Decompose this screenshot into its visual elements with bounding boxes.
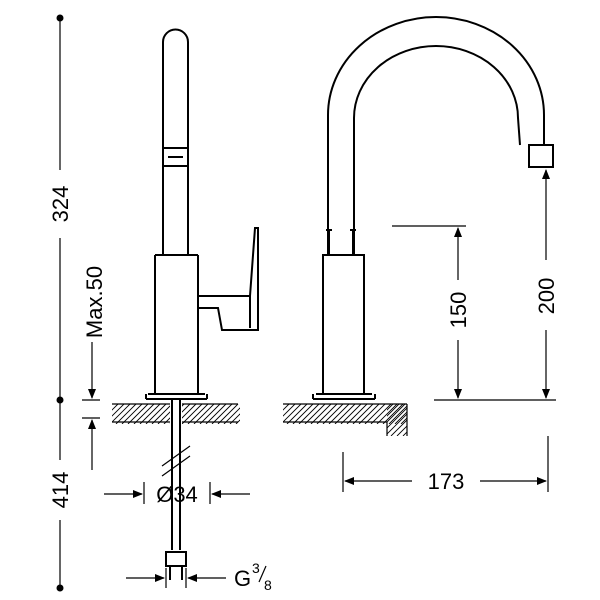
- gooseneck-outer: [327, 16, 545, 255]
- spout-height-label: 200: [534, 278, 559, 315]
- hatch-line: [248, 404, 268, 424]
- hatch-line: [402, 431, 407, 436]
- hatch-line: [217, 404, 239, 424]
- supply-connector: [165, 551, 187, 567]
- dimension-lower-length: 414: [48, 400, 73, 592]
- hatch-line: [388, 405, 407, 424]
- hatch-line: [193, 404, 215, 424]
- hatch-line: [387, 404, 394, 411]
- dimension-max-deck: Max.50: [82, 266, 107, 470]
- spout-tube: [162, 28, 189, 255]
- dimension-diameter: Ø34: [104, 482, 250, 507]
- thread-denominator: 8: [264, 577, 272, 593]
- hatch-line: [242, 404, 262, 424]
- hatch-line: [406, 423, 407, 424]
- faucet-side-view: [112, 28, 274, 580]
- hatch-line: [387, 404, 406, 423]
- hatch-line: [387, 407, 407, 429]
- hatch-line: [310, 404, 332, 424]
- countertop-right: [283, 403, 465, 436]
- spout-reach-label: 173: [428, 469, 465, 494]
- hatch-line: [187, 404, 209, 424]
- hatch-line: [133, 404, 155, 424]
- hatch-line: [352, 404, 374, 424]
- hatch-line: [112, 404, 119, 411]
- hatch-line: [340, 404, 362, 424]
- dimension-thread: G 3 8: [126, 560, 272, 593]
- hatch-line: [229, 413, 240, 424]
- hatch-line: [382, 404, 404, 424]
- hatch-line: [433, 404, 465, 436]
- gooseneck-inner: [353, 45, 521, 255]
- hatch-line: [127, 404, 149, 424]
- hatch-line: [235, 419, 240, 424]
- lever-handle: [198, 227, 259, 331]
- hatch-line: [409, 404, 441, 436]
- dimension-body-height: 150: [392, 225, 471, 399]
- hatch-line: [112, 404, 113, 405]
- hatch-line: [304, 404, 326, 424]
- faucet-body-front: [322, 254, 365, 395]
- hatch-line: [322, 404, 344, 424]
- hatch-line: [334, 404, 356, 424]
- lower-length-label: 414: [48, 472, 73, 509]
- thread-numerator: 3: [252, 560, 260, 576]
- hatch-line: [283, 404, 284, 405]
- hatch-line: [283, 404, 296, 417]
- hatch-line: [292, 404, 314, 424]
- hatch-line: [112, 404, 131, 423]
- hatch-line: [390, 419, 407, 436]
- hatch-line: [387, 404, 400, 417]
- hatch-line: [370, 404, 392, 424]
- hatch-line: [283, 404, 290, 411]
- body-height-label: 150: [446, 292, 471, 329]
- hatch-line: [394, 411, 407, 424]
- faucet-front-view: [283, 16, 554, 436]
- hatch-line: [316, 404, 338, 424]
- hatch-line: [181, 404, 203, 424]
- hatch-line: [223, 407, 240, 424]
- hatch-line: [139, 404, 161, 424]
- hatch-line: [415, 404, 447, 436]
- hatch-line: [387, 404, 388, 405]
- hatch-line: [199, 404, 221, 424]
- hatch-line: [413, 404, 433, 424]
- dimension-total-height: 324: [48, 14, 73, 404]
- thread-label: G: [234, 566, 251, 591]
- hatch-line: [396, 425, 407, 436]
- hatch-line: [298, 404, 320, 424]
- countertop-left: [112, 403, 274, 424]
- aerator: [528, 144, 554, 168]
- hatch-line: [425, 404, 445, 424]
- hatch-line: [400, 417, 407, 424]
- hatch-line: [358, 404, 380, 424]
- hatch-line: [254, 404, 274, 424]
- hatch-line: [112, 404, 125, 417]
- max-deck-label: Max.50: [82, 266, 107, 338]
- diameter-label: Ø34: [156, 482, 198, 507]
- hatch-line: [145, 404, 167, 424]
- hatch-line: [205, 404, 227, 424]
- hatch-line: [427, 404, 459, 436]
- dimension-spout-height: 200: [434, 169, 559, 401]
- hatch-line: [376, 404, 398, 424]
- hatch-line: [151, 404, 173, 424]
- faucet-body: [154, 255, 199, 395]
- hatch-line: [364, 404, 386, 424]
- hatch-line: [346, 404, 368, 424]
- total-height-label: 324: [48, 186, 73, 223]
- hatch-line: [286, 404, 308, 424]
- hatch-line: [387, 413, 407, 435]
- hatch-line: [115, 404, 137, 424]
- hatch-line: [328, 404, 350, 424]
- dimension-spout-reach: 173: [342, 436, 549, 494]
- hatch-line: [283, 404, 302, 423]
- hatch-line: [419, 404, 439, 424]
- hatch-line: [421, 404, 453, 436]
- hatch-line: [121, 404, 143, 424]
- hatch-line: [211, 404, 233, 424]
